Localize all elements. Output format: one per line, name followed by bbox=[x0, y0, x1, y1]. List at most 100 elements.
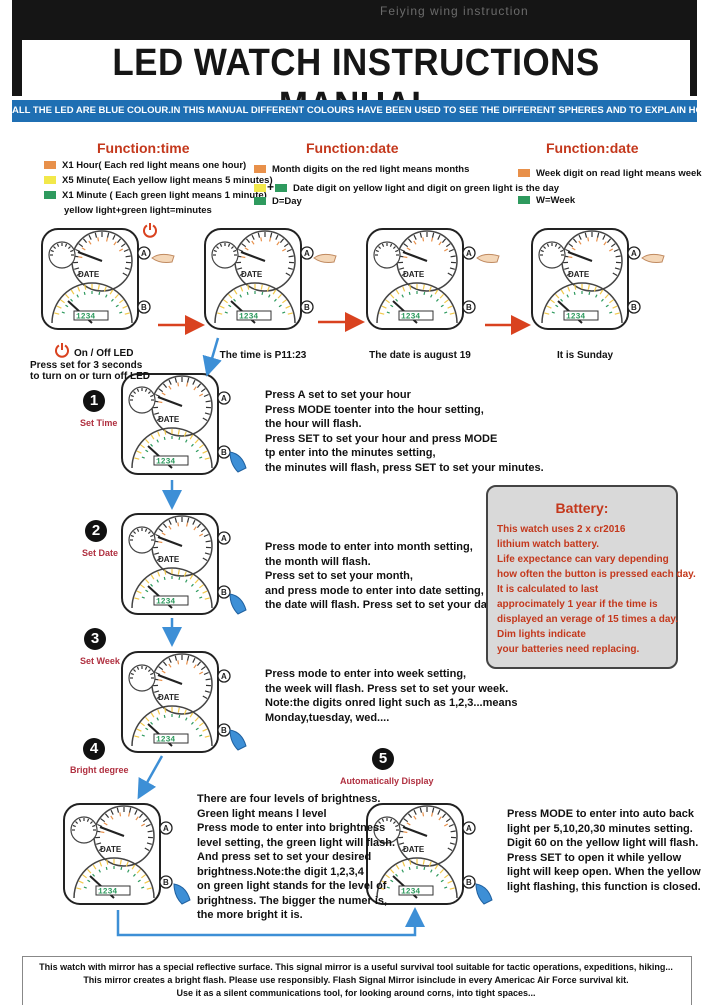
footer-box bbox=[22, 956, 692, 1005]
plus-sign: + bbox=[267, 180, 275, 194]
watch-time-display: DATE 1234 A B bbox=[203, 225, 315, 338]
pointing-hand-icon bbox=[475, 883, 493, 905]
step-2-text: Press mode to enter into month setting, … bbox=[265, 541, 500, 611]
svg-text:1234: 1234 bbox=[566, 313, 585, 322]
svg-text:1234: 1234 bbox=[76, 313, 95, 322]
step-5-text: Press MODE to enter into auto back light… bbox=[507, 808, 701, 893]
step-2-number: 2 bbox=[85, 520, 107, 542]
green-swatch bbox=[275, 184, 288, 193]
svg-text:B: B bbox=[466, 878, 472, 887]
legend-week: Week digit on read light means week bbox=[518, 168, 702, 179]
onoff-line2: to turn on or turn off LED bbox=[30, 371, 150, 382]
svg-text:DATE: DATE bbox=[568, 270, 590, 279]
yellow-swatch bbox=[44, 176, 56, 185]
svg-text:B: B bbox=[221, 588, 227, 597]
svg-text:1234: 1234 bbox=[239, 313, 258, 322]
step-1-number: 1 bbox=[83, 390, 105, 412]
watch-step5: DATE 1234 A B bbox=[365, 800, 477, 913]
yellow-swatch bbox=[254, 184, 266, 193]
svg-text:1234: 1234 bbox=[401, 888, 420, 897]
step-2-label: Set Date bbox=[82, 548, 119, 558]
legend-date: +Date digit on yellow light and digit on… bbox=[254, 180, 559, 194]
svg-text:B: B bbox=[221, 448, 227, 457]
svg-text:1234: 1234 bbox=[156, 458, 175, 467]
svg-text:DATE: DATE bbox=[158, 693, 180, 702]
watch-date-display: DATE 1234 A B bbox=[365, 225, 477, 338]
svg-text:DATE: DATE bbox=[403, 845, 425, 854]
step-3-number: 3 bbox=[84, 628, 106, 650]
legend-month: Month digits on the red light means mont… bbox=[254, 164, 469, 175]
pointing-hand-icon bbox=[151, 253, 175, 263]
svg-text:1234: 1234 bbox=[98, 888, 117, 897]
step-4-label: Bright degree bbox=[70, 765, 129, 775]
step-4-number: 4 bbox=[83, 738, 105, 760]
battery-title: Battery: bbox=[555, 500, 609, 516]
svg-text:1234: 1234 bbox=[156, 736, 175, 745]
function-date-heading: Function:date bbox=[306, 140, 399, 156]
svg-text:B: B bbox=[631, 303, 637, 312]
pointing-hand-icon bbox=[313, 253, 337, 263]
footer-line-3: Use it as a silent communications tool, … bbox=[176, 988, 536, 998]
pointing-hand-icon bbox=[229, 593, 247, 615]
legend-5min: X5 Minute( Each yellow light means 5 min… bbox=[44, 175, 273, 186]
step-5-number: 5 bbox=[372, 748, 394, 770]
footer-line-2: This mirror creates a bright flash. Plea… bbox=[83, 975, 629, 985]
green-swatch bbox=[254, 197, 266, 206]
header-faint-text: Feiying wing instruction bbox=[380, 4, 529, 18]
battery-box bbox=[486, 485, 678, 669]
svg-text:A: A bbox=[466, 824, 472, 833]
pointing-hand-icon bbox=[229, 729, 247, 751]
red-swatch bbox=[44, 161, 56, 170]
svg-text:DATE: DATE bbox=[241, 270, 263, 279]
pointing-hand-icon bbox=[641, 253, 665, 263]
red-swatch bbox=[254, 165, 266, 174]
step-1-label: Set Time bbox=[80, 418, 118, 428]
svg-text:A: A bbox=[221, 672, 227, 681]
onoff-line1: Press set for 3 seconds bbox=[30, 360, 143, 371]
step-4-text: There are four levels of brightness. Gre… bbox=[197, 793, 396, 921]
title-strip bbox=[22, 40, 690, 96]
pointing-hand-icon bbox=[229, 451, 247, 473]
watch-step3: DATE 1234 A B bbox=[120, 648, 232, 761]
svg-text:B: B bbox=[141, 303, 147, 312]
power-icon bbox=[55, 343, 69, 358]
svg-text:A: A bbox=[141, 249, 147, 258]
svg-text:DATE: DATE bbox=[100, 845, 122, 854]
svg-text:DATE: DATE bbox=[78, 270, 100, 279]
svg-text:1234: 1234 bbox=[156, 598, 175, 607]
watch-time: DATE 1234 A B bbox=[40, 225, 152, 338]
svg-text:1234: 1234 bbox=[401, 313, 420, 322]
step-3-text: Press mode to enter into week setting, t… bbox=[265, 668, 518, 724]
svg-text:A: A bbox=[163, 824, 169, 833]
arrow-down bbox=[137, 755, 164, 800]
red-swatch bbox=[518, 169, 530, 178]
svg-text:B: B bbox=[221, 726, 227, 735]
svg-text:DATE: DATE bbox=[158, 415, 180, 424]
battery-text: This watch uses 2 x cr2016 lithium watch… bbox=[497, 524, 696, 655]
pointing-hand-icon bbox=[476, 253, 500, 263]
power-icon bbox=[143, 223, 157, 238]
function-week-heading: Function:date bbox=[546, 140, 639, 156]
caption-date: The date is august 19 bbox=[369, 350, 471, 361]
function-time-heading: Function:time bbox=[97, 140, 190, 156]
legend-1min: X1 Minute ( Each green light means 1 min… bbox=[44, 190, 267, 201]
svg-text:A: A bbox=[466, 249, 472, 258]
svg-text:DATE: DATE bbox=[403, 270, 425, 279]
caption-time: The time is P11:23 bbox=[219, 350, 307, 361]
svg-text:A: A bbox=[221, 394, 227, 403]
legend-day: D=Day bbox=[254, 196, 302, 207]
legend-w: W=Week bbox=[518, 195, 575, 206]
legend-hour: X1 Hour( Each red light means one hour) bbox=[44, 160, 246, 171]
pointing-hand-icon bbox=[173, 883, 191, 905]
step-3-label: Set Week bbox=[80, 656, 120, 666]
footer-line-1: This watch with mirror has a special ref… bbox=[39, 962, 673, 972]
watch-step4: DATE 1234 A B bbox=[62, 800, 174, 913]
svg-text:A: A bbox=[304, 249, 310, 258]
caption-week: It is Sunday bbox=[556, 350, 614, 361]
green-swatch bbox=[518, 196, 530, 205]
svg-text:A: A bbox=[631, 249, 637, 258]
watch-week-display: DATE 1234 A B bbox=[530, 225, 642, 338]
step-1-text: Press A set to set your hour Press MODE … bbox=[265, 389, 544, 474]
legend-minutes-sum: yellow light+green light=minutes bbox=[64, 205, 212, 216]
svg-text:B: B bbox=[304, 303, 310, 312]
